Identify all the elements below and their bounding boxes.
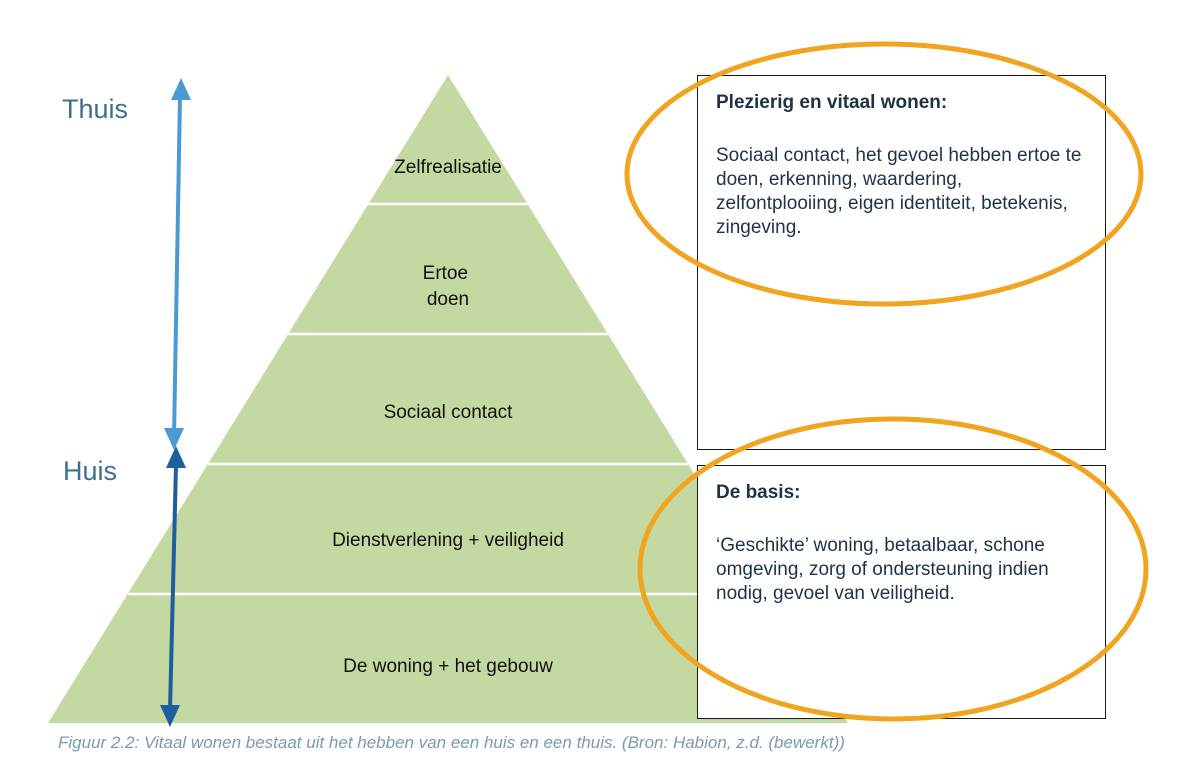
pyramid-level-ertoe-doen: Ertoe doen xyxy=(423,263,474,310)
thuis-arrow-shaft xyxy=(172,95,182,438)
huis-arrow-shaft xyxy=(168,464,178,711)
basis-text: ‘Geschikte’ woning, betaalbaar, schone o… xyxy=(716,535,1049,604)
thuis-label: Thuis xyxy=(62,94,129,124)
basis-title: De basis: xyxy=(716,482,801,503)
thuis-arrow-head-bottom xyxy=(164,428,184,450)
vitaal-wonen-text: Sociaal contact, het gevoel hebben ertoe… xyxy=(716,145,1082,238)
vitaal-wonen-box: Plezierig en vitaal wonen: Sociaal conta… xyxy=(697,75,1106,450)
pyramid-level-zelfrealisatie: Zelfrealisatie xyxy=(394,157,502,178)
level-line: Ertoe xyxy=(423,263,468,284)
pyramid-level-sociaal-contact: Sociaal contact xyxy=(384,402,514,423)
huis-arrow-head-top xyxy=(166,446,186,468)
level-line: De woning + het gebouw xyxy=(343,656,553,677)
thuis-arrow-head-top xyxy=(171,78,191,100)
level-line: doen xyxy=(427,289,469,310)
vitaal-wonen-title: Plezierig en vitaal wonen: xyxy=(716,92,948,113)
level-line: Zelfrealisatie xyxy=(394,157,502,178)
basis-box: De basis: ‘Geschikte’ woning, betaalbaar… xyxy=(697,465,1106,719)
level-line: Dienstverlening + veiligheid xyxy=(332,530,564,551)
huis-label: Huis xyxy=(63,456,118,486)
pyramid-level-woning-gebouw: De woning + het gebouw xyxy=(343,656,553,677)
huis-arrow-head-bottom xyxy=(160,705,180,727)
pyramid-level-dienstverlening: Dienstverlening + veiligheid xyxy=(332,530,564,551)
figure-caption: Figuur 2.2: Vitaal wonen bestaat uit het… xyxy=(58,733,845,752)
level-line: Sociaal contact xyxy=(384,402,514,423)
